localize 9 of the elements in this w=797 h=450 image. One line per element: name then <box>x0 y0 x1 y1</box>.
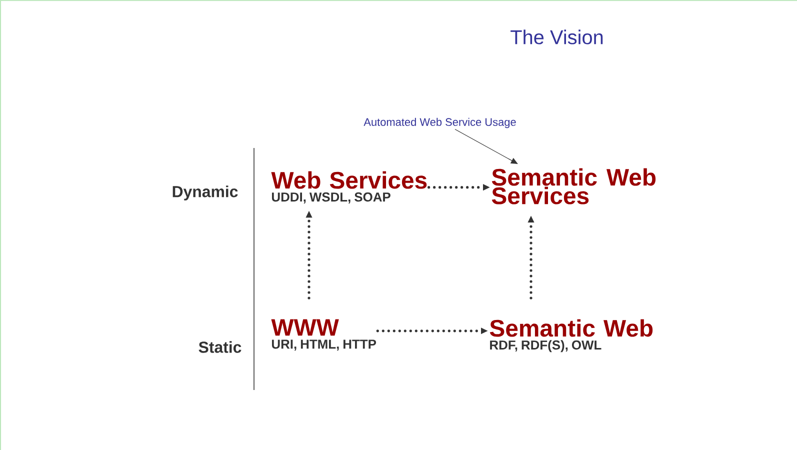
slide-title: The Vision <box>510 30 603 44</box>
annotation-text: Automated Web Service Usage <box>364 118 516 128</box>
concept-text: Semantic Web RDF, RDF(S), OWL <box>490 319 653 352</box>
row-label: Dynamic <box>172 186 238 200</box>
concept-text: Web Services UDDI, WSDL, SOAP <box>271 171 427 204</box>
concept-text: WWW URI, HTML, HTTP <box>271 319 376 351</box>
leader-line <box>454 129 518 164</box>
row-label: Static <box>198 341 242 353</box>
concept-text: Semantic Web Services <box>492 168 656 204</box>
